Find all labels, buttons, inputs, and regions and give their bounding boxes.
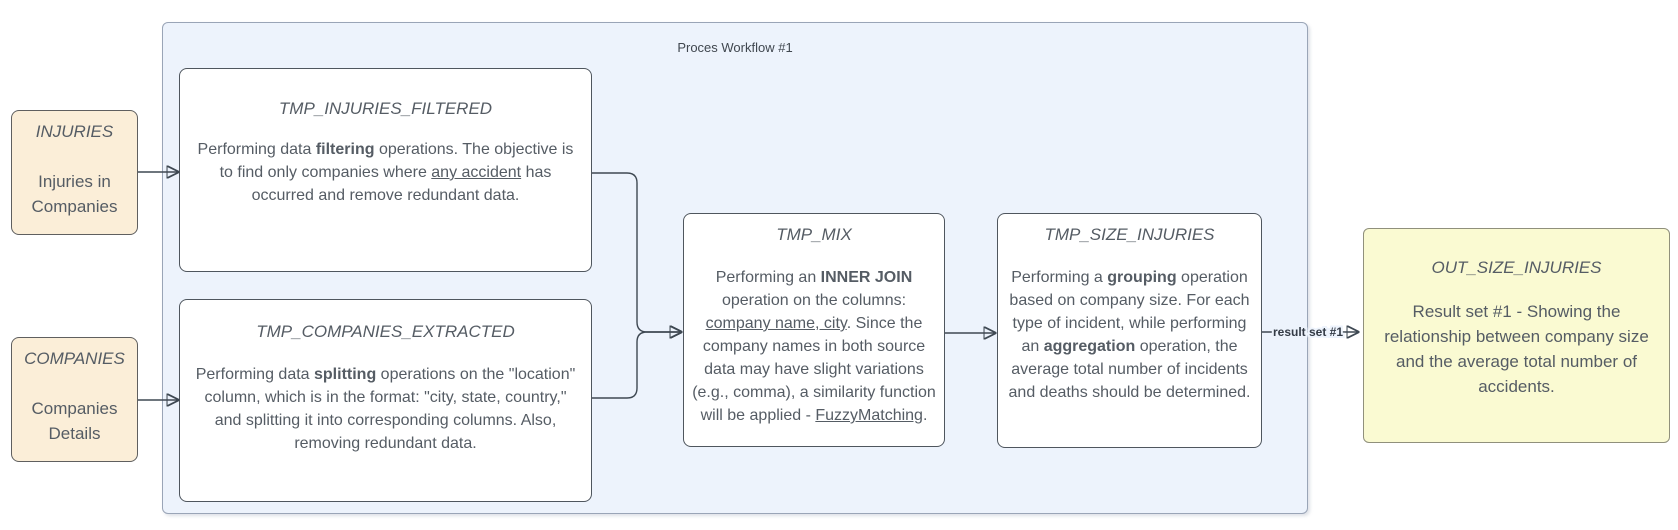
node-tmp-size-injuries-title: TMP_SIZE_INJURIES xyxy=(1044,225,1215,244)
node-injuries-title: INJURIES xyxy=(35,122,114,141)
node-out-size-injuries[interactable]: OUT_SIZE_INJURIES Result set #1 - Showin… xyxy=(1363,228,1670,443)
node-companies-description: Companies Details xyxy=(31,399,118,443)
node-tmp-injuries-filtered-title: TMP_INJURIES_FILTERED xyxy=(278,99,493,118)
node-out-size-injuries-description: Result set #1 - Showing the relationship… xyxy=(1384,302,1649,396)
node-tmp-mix[interactable]: TMP_MIX Performing an INNER JOIN operati… xyxy=(683,213,945,447)
node-tmp-mix-description: Performing an INNER JOIN operation on th… xyxy=(692,269,936,424)
node-tmp-companies-extracted-description: Performing data splitting operations on … xyxy=(195,366,576,452)
node-tmp-mix-title: TMP_MIX xyxy=(776,225,852,244)
node-companies-title: COMPANIES xyxy=(24,349,125,368)
workflow-title: Proces Workflow #1 xyxy=(677,40,793,55)
node-companies[interactable]: COMPANIES Companies Details xyxy=(11,337,138,462)
node-injuries[interactable]: INJURIES Injuries in Companies xyxy=(11,110,138,235)
node-out-size-injuries-title: OUT_SIZE_INJURIES xyxy=(1431,258,1602,277)
node-tmp-injuries-filtered[interactable]: TMP_INJURIES_FILTERED Performing data fi… xyxy=(179,68,592,272)
node-tmp-companies-extracted-title: TMP_COMPANIES_EXTRACTED xyxy=(256,322,515,341)
node-tmp-companies-extracted[interactable]: TMP_COMPANIES_EXTRACTED Performing data … xyxy=(179,299,592,502)
node-tmp-size-injuries[interactable]: TMP_SIZE_INJURIES Performing a grouping … xyxy=(997,213,1262,448)
node-injuries-description: Injuries in Companies xyxy=(31,172,118,216)
node-tmp-injuries-filtered-description: Performing data filtering operations. Th… xyxy=(197,141,574,204)
node-tmp-size-injuries-description: Performing a grouping operation based on… xyxy=(1008,269,1251,401)
